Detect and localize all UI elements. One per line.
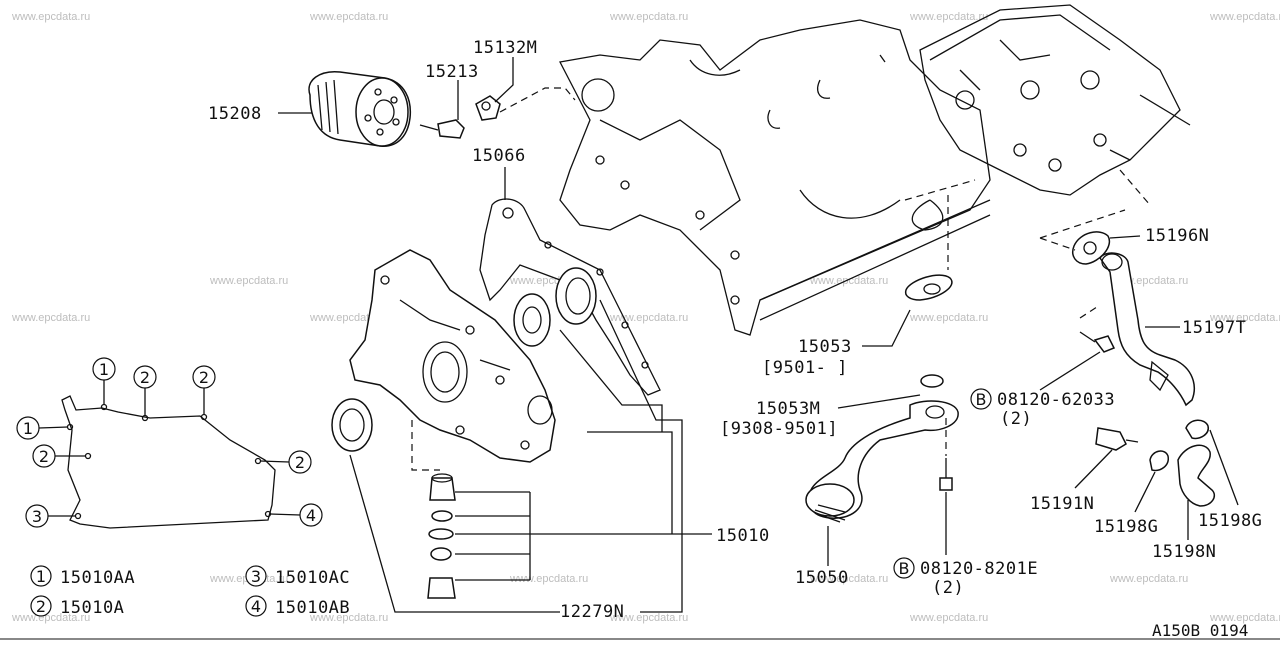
watermark: www.epcdata.ru [11,312,90,324]
watermark: www.epcdata.ru [309,11,388,23]
oil-connector[interactable] [419,119,465,139]
svg-text:2: 2 [295,453,305,472]
watermark: www.epcdata.ru [1209,312,1280,324]
svg-text:15010AC: 15010AC [275,568,350,588]
relief-valve-bracket [455,491,712,581]
part-label-15191N: 15191N [1030,494,1094,514]
watermark: www.epcdata.ru [309,612,388,624]
watermark: www.epcdata.ru [909,312,988,324]
front-oil-seal[interactable] [555,267,597,325]
watermark: www.epcdata.ru [609,312,688,324]
strainer-gasket-15053[interactable] [904,274,953,301]
svg-text:1: 1 [36,567,46,586]
legend-item: 3 15010AC [245,565,350,588]
part-label-15197T: 15197T [1182,318,1246,338]
hose-clamp-left[interactable] [1149,450,1169,472]
part-label-15208: 15208 [208,104,262,124]
part-label-15196N: 15196N [1145,226,1209,246]
front-cover-gasket-outline [61,395,276,529]
svg-text:2: 2 [140,368,150,387]
crankshaft-seal[interactable] [331,398,373,452]
part-label-15198N: 15198N [1152,542,1216,562]
bolt-callout-8201E: B [893,557,915,579]
oil-hose[interactable] [1177,444,1216,507]
part-label-15053M-date: [9308-9501] [720,419,838,439]
svg-text:3: 3 [251,567,261,586]
watermark: www.epcdata.ru [909,11,988,23]
oil-sensor[interactable] [1095,427,1139,451]
watermark: www.epcdata.ru [809,573,888,585]
part-label-15132M: 15132M [473,38,537,58]
part-label-15213: 15213 [425,62,479,82]
watermark: www.epcdata.ru [11,612,90,624]
svg-text:2: 2 [39,447,49,466]
svg-text:15010AB: 15010AB [275,598,350,618]
svg-text:15010A: 15010A [60,598,124,618]
watermark: www.epcdata.ru [509,573,588,585]
svg-text:B: B [976,390,987,409]
oil-strainer[interactable] [805,400,959,523]
part-label-08120-62033: 08120-62033 [997,390,1115,410]
legend-item: 1 15010AA [30,565,135,588]
watermark-grid: www.epcdata.ru www.epcdata.ru www.epcdat… [11,11,1280,624]
part-label-15053-date: [9501- ] [762,358,848,378]
svg-text:4: 4 [306,506,316,525]
oil-pump-body[interactable] [349,249,556,463]
oil-tube-gasket[interactable] [1072,231,1111,265]
svg-text:4: 4 [251,597,261,616]
relief-valve-kit[interactable] [427,473,456,599]
oil-pump-gear[interactable] [513,293,551,347]
svg-text:B: B [899,559,910,578]
strainer-bolt[interactable] [939,458,953,491]
watermark: www.epcdata.ru [609,612,688,624]
part-label-15053: 15053 [798,337,852,357]
watermark: www.epcdata.ru [1209,612,1280,624]
oil-pressure-switch[interactable] [475,95,501,121]
part-label-08120-8201E-qty: (2) [932,578,964,598]
legend-item: 4 15010AB [245,595,350,618]
strainer-gasket-15053M[interactable] [920,374,944,388]
watermark: www.epcdata.ru [11,11,90,23]
svg-text:2: 2 [36,597,46,616]
svg-text:15010AA: 15010AA [60,568,135,588]
part-label-08120-8201E: 08120-8201E [920,559,1038,579]
svg-text:1: 1 [23,419,33,438]
part-label-15198G-left: 15198G [1094,517,1158,537]
svg-text:3: 3 [32,507,42,526]
front-cover-gasket[interactable] [479,198,661,396]
part-label-15053M: 15053M [756,399,820,419]
part-label-08120-62033-qty: (2) [1000,409,1032,429]
diagram-code: A150B 0194 [1152,621,1248,640]
part-label-15198G-right: 15198G [1198,511,1262,531]
gasket-callouts: 1 2 2 1 2 2 3 4 [16,357,323,528]
part-label-15050: 15050 [795,568,849,588]
part-label-12279N: 12279N [560,602,624,622]
watermark: www.epcdata.ru [1109,573,1188,585]
watermark: www.epcdata.ru [909,612,988,624]
engine-block-drawing [559,19,991,336]
oil-tube[interactable] [1099,252,1196,407]
oil-tube-bolt[interactable] [1079,331,1116,353]
watermark: www.epcdata.ru [1209,11,1280,23]
watermark: www.epcdata.ru [809,275,888,287]
watermark: www.epcdata.ru [609,11,688,23]
cylinder-head-drawing [919,4,1191,206]
gasket-legend: 1 15010AA 2 15010A 3 15010AC 4 15010AB [30,565,350,618]
legend-item: 2 15010A [30,595,124,618]
part-label-15010: 15010 [716,526,770,546]
part-label-15066: 15066 [472,146,526,166]
svg-text:1: 1 [99,360,109,379]
oil-filter[interactable] [308,71,412,147]
bolt-callout-62033: B [970,388,992,410]
hose-clamp-right[interactable] [1185,419,1209,440]
svg-text:2: 2 [199,368,209,387]
watermark: www.epcdata.ru [209,275,288,287]
